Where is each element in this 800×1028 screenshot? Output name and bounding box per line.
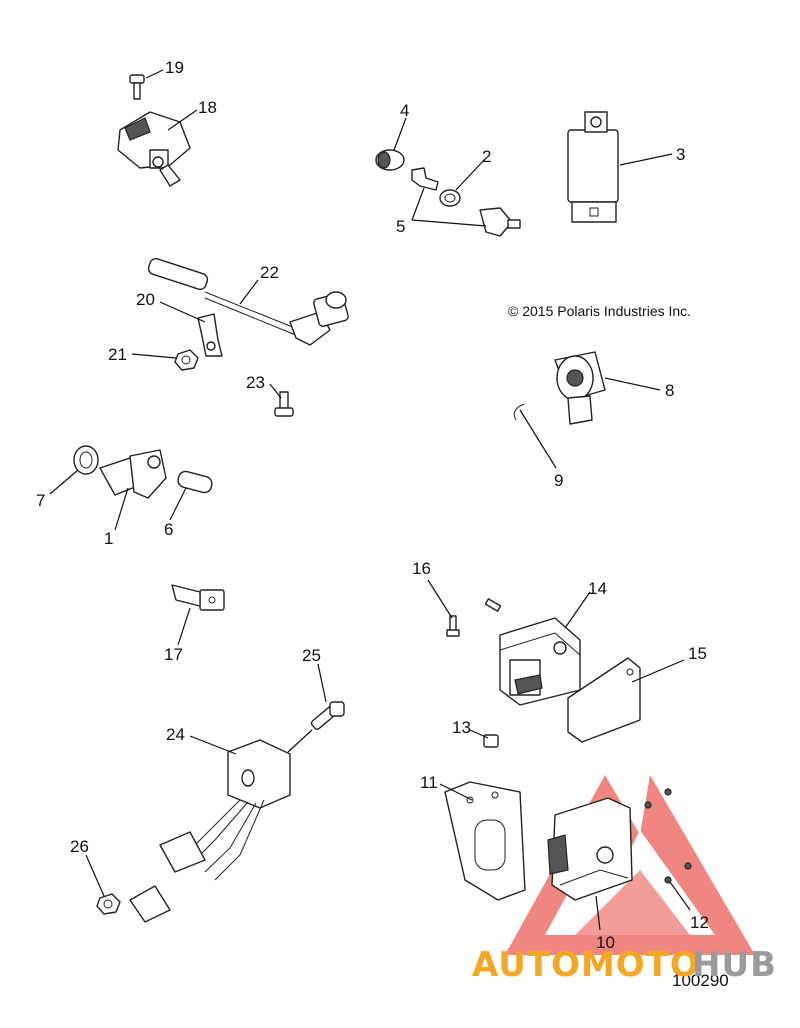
callout-10: 10	[596, 933, 615, 952]
callout-23: 23	[246, 373, 265, 392]
callout-7: 7	[36, 491, 45, 510]
callout-22: 22	[260, 263, 279, 282]
callout-16: 16	[412, 559, 431, 578]
callout-9: 9	[554, 471, 563, 490]
callout-1: 1	[104, 529, 113, 548]
part-8-knock-sensor	[554, 351, 606, 425]
part-11-bracket	[444, 781, 526, 901]
copyright-notice: © 2015 Polaris Industries Inc.	[508, 303, 691, 319]
part-7-o-ring	[73, 445, 99, 475]
callout-6: 6	[164, 520, 173, 539]
watermark-text-part2: HUB	[692, 945, 777, 985]
callout-18: 18	[198, 98, 217, 117]
part-23-bolt	[274, 391, 294, 417]
part-22-speed-sensor	[147, 257, 349, 346]
callout-24: 24	[166, 725, 185, 744]
callout-11: 11	[420, 773, 438, 792]
part-4-cap	[375, 149, 405, 171]
callout-14: 14	[588, 579, 607, 598]
callout-15: 15	[688, 644, 707, 663]
part-16-bolts	[446, 598, 502, 637]
callout-19: 19	[165, 58, 184, 77]
part-20-clamp	[197, 313, 223, 357]
part-17-temp-sensor	[171, 584, 225, 611]
part-6-sleeve	[177, 470, 213, 494]
part-15-gasket	[567, 657, 641, 743]
callout-13: 13	[452, 718, 471, 737]
part-12-screws	[644, 788, 692, 884]
part-25-bolt	[310, 701, 345, 730]
part-1-cam-sensor	[99, 449, 167, 499]
callout-2: 2	[482, 147, 491, 166]
callout-26: 26	[70, 837, 89, 856]
part-19-bolt	[129, 74, 145, 100]
watermark-text: AUTOMOTO HUB	[472, 945, 777, 985]
callout-5: 5	[396, 217, 405, 236]
part-5-sensor	[479, 207, 521, 237]
callout-21: 21	[108, 345, 127, 364]
part-26-nut	[96, 893, 121, 915]
part-2-o-ring	[439, 189, 461, 207]
leader-lines	[49, 69, 691, 931]
callout-8: 8	[665, 381, 674, 400]
callout-25: 25	[302, 646, 321, 665]
part-5-clip	[411, 167, 439, 191]
callouts: 19 18 4 2 3 5 22 © 2015 Polaris Industri…	[36, 58, 729, 990]
part-24-module	[129, 739, 291, 923]
part-14-housing	[499, 617, 581, 706]
part-3-module	[567, 111, 619, 223]
callout-3: 3	[676, 145, 685, 164]
part-10-ecu	[547, 797, 633, 901]
callout-20: 20	[136, 290, 155, 309]
watermark-text-part1: AUTOMOTO	[472, 945, 700, 985]
callout-17: 17	[164, 645, 183, 664]
part-18-map-sensor	[117, 111, 191, 187]
part-21-nut	[174, 349, 199, 371]
callout-4: 4	[400, 101, 409, 120]
diagram-id: 100290	[672, 971, 729, 990]
part-9-clip	[513, 403, 525, 421]
callout-12: 12	[690, 913, 709, 932]
